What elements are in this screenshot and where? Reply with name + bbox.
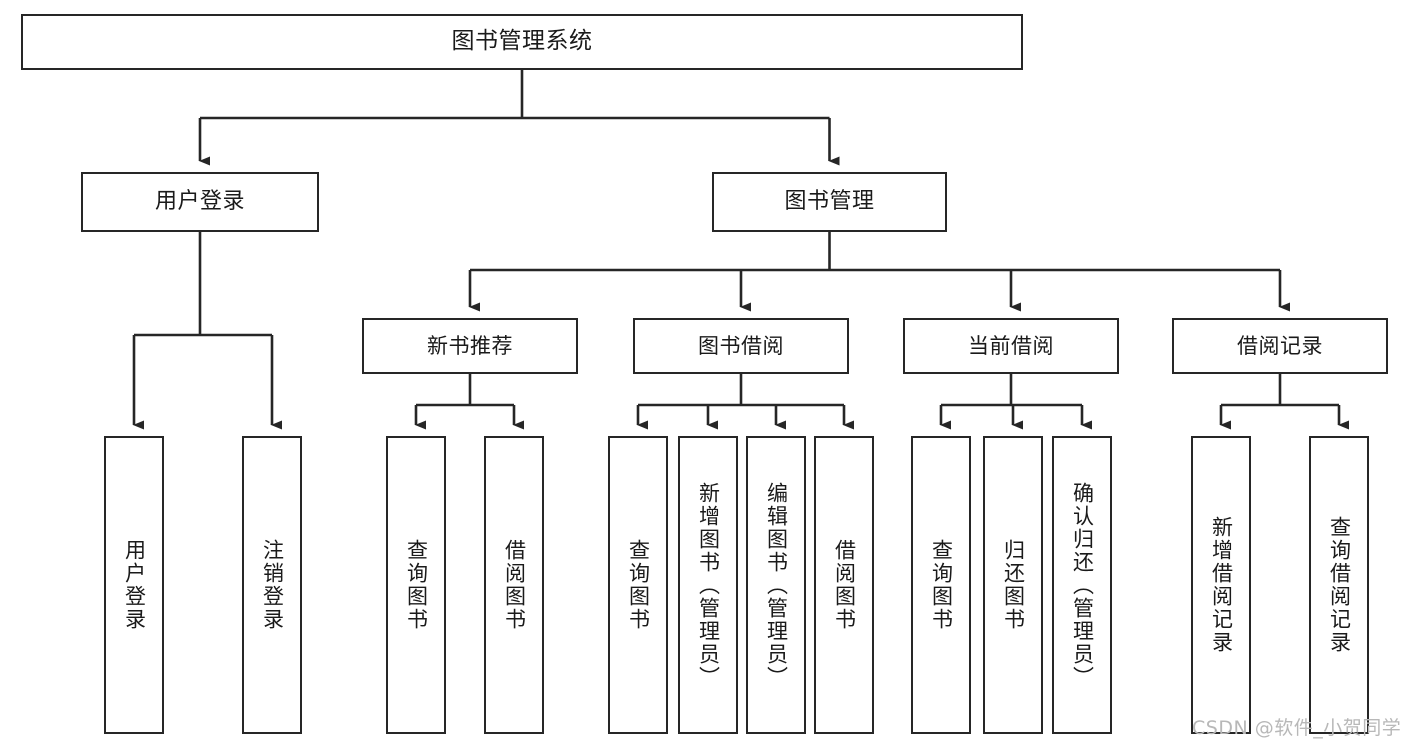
csdn-watermark: CSDN @软件_小贺同学: [1192, 717, 1402, 739]
node-book-borrow[interactable]: 图书借阅: [633, 318, 849, 374]
node-label: 新书推荐: [427, 333, 513, 358]
node-current-borrow[interactable]: 当前借阅: [903, 318, 1119, 374]
node-label: 用户登录: [154, 189, 245, 215]
node-book-manage[interactable]: 图书管理: [712, 172, 947, 232]
node-label: 编辑图书（管理员）: [764, 481, 789, 689]
node-leaf-query-3[interactable]: 查询图书: [911, 436, 971, 734]
node-root[interactable]: 图书管理系统: [21, 14, 1023, 70]
node-leaf-confirm[interactable]: 确认归还（管理员）: [1052, 436, 1112, 734]
node-leaf-query-rec[interactable]: 查询借阅记录: [1309, 436, 1369, 734]
node-user-login[interactable]: 用户登录: [81, 172, 319, 232]
node-label: 当前借阅: [968, 333, 1054, 358]
node-label: 图书借阅: [698, 333, 784, 358]
node-label: 图书管理: [784, 189, 875, 215]
node-leaf-borrow-1[interactable]: 借阅图书: [484, 436, 544, 734]
node-leaf-borrow-2[interactable]: 借阅图书: [814, 436, 874, 734]
node-leaf-add-rec[interactable]: 新增借阅记录: [1191, 436, 1251, 734]
node-label: 用户登录: [122, 539, 147, 631]
node-leaf-logout[interactable]: 注销登录: [242, 436, 302, 734]
node-label: 归还图书: [1001, 539, 1026, 631]
node-leaf-return[interactable]: 归还图书: [983, 436, 1043, 734]
node-label: 注销登录: [260, 539, 285, 631]
node-label: 查询图书: [626, 539, 651, 631]
node-label: 查询借阅记录: [1327, 516, 1352, 654]
node-new-book-rec[interactable]: 新书推荐: [362, 318, 578, 374]
node-leaf-user-login[interactable]: 用户登录: [104, 436, 164, 734]
node-label: 借阅图书: [832, 539, 857, 631]
node-borrow-record[interactable]: 借阅记录: [1172, 318, 1388, 374]
node-label: 查询图书: [929, 539, 954, 631]
node-label: 图书管理系统: [451, 28, 593, 55]
node-leaf-query-1[interactable]: 查询图书: [386, 436, 446, 734]
node-label: 借阅图书: [502, 539, 527, 631]
node-label: 借阅记录: [1237, 333, 1323, 358]
node-label: 新增借阅记录: [1209, 516, 1234, 654]
node-leaf-edit-book[interactable]: 编辑图书（管理员）: [746, 436, 806, 734]
node-leaf-add-book[interactable]: 新增图书（管理员）: [678, 436, 738, 734]
node-label: 查询图书: [404, 539, 429, 631]
node-label: 新增图书（管理员）: [696, 481, 721, 689]
node-label: 确认归还（管理员）: [1070, 481, 1095, 689]
node-leaf-query-2[interactable]: 查询图书: [608, 436, 668, 734]
